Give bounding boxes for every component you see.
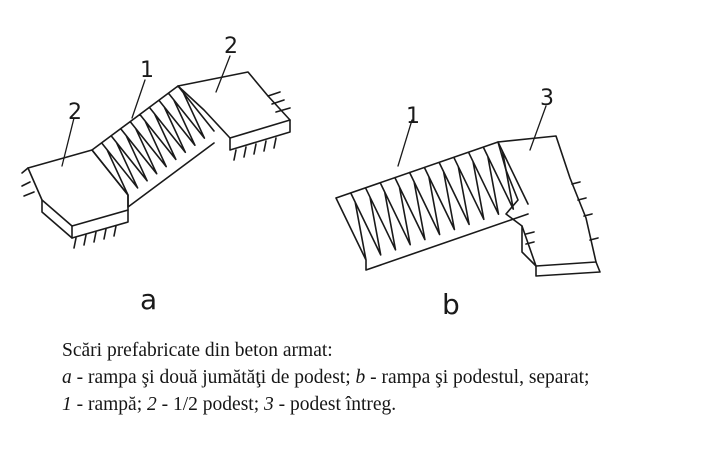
caption-key-b: b (355, 367, 366, 388)
label-full-landing: 3 (540, 86, 554, 111)
caption-title: Scări prefabricate din beton armat: (62, 340, 333, 361)
drawing-b (335, 135, 601, 277)
figure-label-a: a (140, 283, 158, 316)
stair-figure: a b 1 2 2 1 3 (21, 34, 601, 321)
label-half-landing-right: 2 (224, 34, 238, 59)
flight-steps (91, 85, 215, 208)
caption-text-b: - rampa şi podestul, separat; (365, 367, 590, 388)
caption-line-ab: a - rampa şi două jumătăţi de podest; b … (62, 364, 702, 391)
label-ramp-a: 1 (140, 58, 154, 83)
caption-key-1: 1 (62, 394, 72, 415)
caption-key-3: 3 (264, 394, 274, 415)
drawing-a (21, 71, 291, 249)
caption-text-a: - rampa şi două jumătăţi de podest; (71, 367, 356, 388)
figure-label-b: b (442, 288, 460, 321)
leader-lines (61, 55, 547, 167)
half-landing-right (177, 71, 291, 161)
caption-text-2: - 1/2 podest; (156, 394, 265, 415)
caption-text-3: - podest întreg. (273, 394, 397, 415)
caption: Scări prefabricate din beton armat: a - … (62, 337, 702, 418)
stair-drawing (21, 55, 601, 277)
caption-key-2: 2 (147, 394, 157, 415)
label-half-landing-left: 2 (68, 100, 82, 125)
caption-key-a: a (62, 367, 72, 388)
caption-text-1: - rampă; (71, 394, 148, 415)
caption-line-legend: 1 - rampă; 2 - 1/2 podest; 3 - podest în… (62, 391, 702, 418)
flight-a (91, 85, 215, 208)
flight-b (335, 141, 529, 271)
label-ramp-b: 1 (406, 104, 420, 129)
flight-steps (335, 141, 529, 271)
half-landing-left (21, 149, 129, 249)
full-landing (497, 135, 601, 277)
